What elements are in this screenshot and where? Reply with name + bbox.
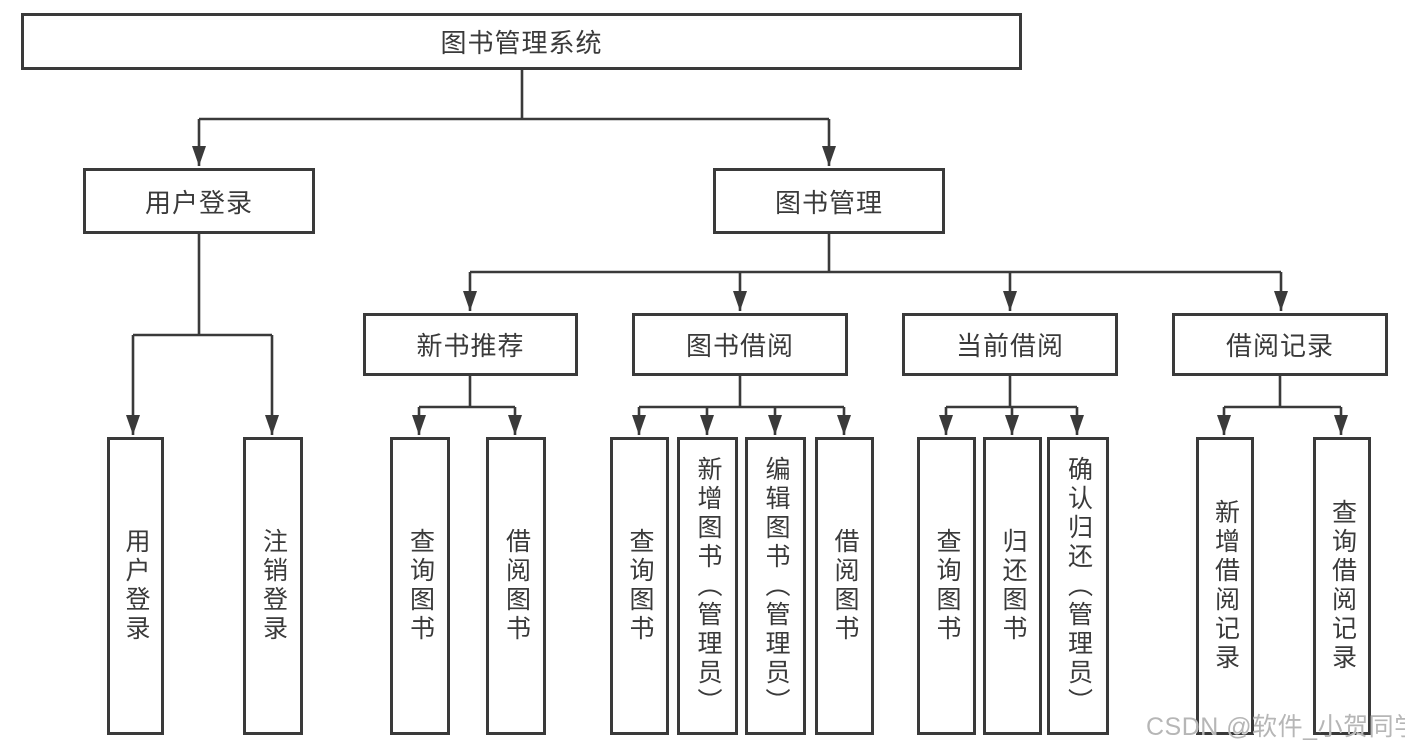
- node-book-management: 图书管理: [713, 168, 945, 234]
- leaf-query-book-1: 查询图书: [390, 437, 450, 735]
- leaf-confirm-return-admin: 确认归还（管理员）: [1047, 437, 1109, 735]
- leaf-logout: 注销登录: [243, 437, 303, 735]
- node-book-borrow: 图书借阅: [632, 313, 848, 376]
- node-user-login: 用户登录: [83, 168, 315, 234]
- leaf-return-book: 归还图书: [983, 437, 1042, 735]
- leaf-query-book-3: 查询图书: [917, 437, 976, 735]
- leaf-edit-book-admin: 编辑图书（管理员）: [745, 437, 806, 735]
- node-root: 图书管理系统: [21, 13, 1022, 70]
- leaf-add-book-admin: 新增图书（管理员）: [677, 437, 738, 735]
- leaf-add-borrow-record: 新增借阅记录: [1196, 437, 1254, 735]
- leaf-query-book-2: 查询图书: [610, 437, 669, 735]
- leaf-query-borrow-record: 查询借阅记录: [1313, 437, 1371, 735]
- leaf-borrow-book-1: 借阅图书: [486, 437, 546, 735]
- csdn-watermark: CSDN @软件_小贺同学: [1146, 713, 1405, 741]
- node-new-book-recommend: 新书推荐: [363, 313, 578, 376]
- leaf-user-login: 用户登录: [107, 437, 164, 735]
- node-borrow-record: 借阅记录: [1172, 313, 1388, 376]
- leaf-borrow-book-2: 借阅图书: [815, 437, 874, 735]
- node-current-borrow: 当前借阅: [902, 313, 1118, 376]
